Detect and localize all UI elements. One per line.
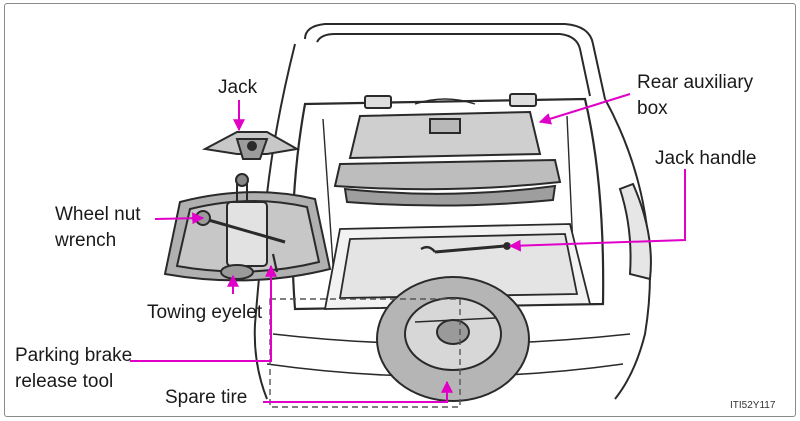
label-rear-auxiliary-box: Rear auxiliary box bbox=[637, 72, 754, 119]
callout-jack-handle bbox=[508, 169, 686, 252]
label-towing-eyelet: Towing eyelet bbox=[147, 302, 263, 323]
diagram-frame: Jack Rear auxiliary box Jack handle Whee… bbox=[4, 3, 796, 417]
label-parking-brake-release-tool: Parking brake release tool bbox=[15, 345, 133, 392]
tonneau-cover bbox=[333, 110, 562, 207]
label-jack: Jack bbox=[218, 77, 258, 98]
spare-tire bbox=[376, 276, 530, 402]
callout-parking-brake-tool bbox=[130, 264, 277, 362]
label-wheel-nut-wrench: Wheel nut wrench bbox=[55, 204, 141, 251]
callout-spare-tire bbox=[263, 380, 453, 403]
callout-rear-aux-box bbox=[538, 93, 631, 125]
tool-tray bbox=[163, 173, 332, 282]
label-spare-tire: Spare tire bbox=[165, 387, 248, 408]
label-jack-handle: Jack handle bbox=[655, 148, 757, 169]
callout-wheel-nut-wrench bbox=[154, 212, 205, 225]
jack-illustration bbox=[201, 131, 300, 160]
callout-lines bbox=[130, 93, 686, 403]
figure-code: ITI52Y117 bbox=[730, 400, 776, 411]
vehicle-illustration bbox=[130, 23, 686, 408]
